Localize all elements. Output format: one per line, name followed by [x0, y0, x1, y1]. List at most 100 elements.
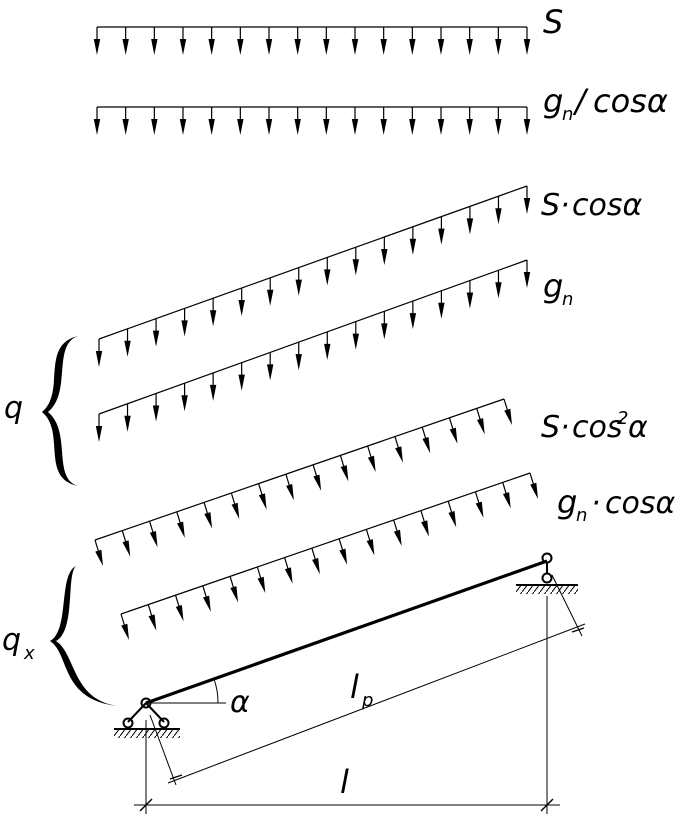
load-gn-cos-arrow-head	[237, 119, 244, 135]
load-gn-arrow-head	[181, 395, 188, 412]
load-gn-arrow-head	[95, 426, 103, 442]
svg-text:α: α	[628, 410, 648, 445]
load-gn-cosa-arrow-head	[230, 586, 239, 603]
load-gn-arrow-head	[409, 313, 417, 330]
load-s-cos2-arrow-head	[449, 427, 458, 444]
svg-text:cos: cos	[572, 410, 622, 445]
load-gn-cosa-arrow-head	[530, 482, 538, 499]
load-gn-arrow-head	[238, 374, 245, 391]
load-gn-cosa-arrow-head	[393, 529, 402, 546]
svg-text:x: x	[23, 643, 35, 664]
load-s-cos2-arrow-head	[204, 512, 213, 529]
svg-text:·: ·	[591, 486, 601, 521]
svg-text:g: g	[557, 483, 577, 521]
load-s-cos-arrow-head	[523, 198, 531, 214]
label-s-cos: S · cosα	[541, 188, 642, 223]
load-s-cos-arrow-head	[438, 228, 445, 245]
load-gn-cos-arrow-head	[294, 119, 301, 135]
load-gn-cos-arrow-head	[93, 119, 101, 135]
svg-text:n: n	[562, 289, 573, 310]
svg-text:n: n	[562, 104, 573, 125]
label-s-cos2: S · cos 2 α	[541, 408, 648, 445]
right-roller-support	[516, 552, 578, 594]
load-snow-arrow-head	[294, 39, 301, 55]
label-lp: l p	[350, 668, 373, 711]
svg-text:n: n	[576, 505, 587, 526]
load-s-cos2-arrow-head	[95, 549, 103, 566]
label-q: q	[4, 391, 23, 426]
load-s-cos-arrow-head	[324, 269, 331, 286]
load-gn-arrow-head	[466, 292, 474, 309]
dimension-lp	[149, 574, 586, 786]
load-s-cos-arrow-head	[267, 289, 274, 306]
load-gn-arrow-head	[209, 384, 217, 401]
load-s-cos2-arrow-head	[258, 493, 267, 510]
label-gn-cos: g n · cosα	[557, 483, 675, 526]
load-s-cos-arrow-head	[295, 279, 302, 296]
load-gn-arrow-head	[438, 302, 445, 319]
load-gn-cosa-arrow-head	[257, 576, 266, 593]
svg-text:·: ·	[560, 188, 570, 223]
load-gn-cosa-arrow-head	[502, 492, 511, 509]
load-s-cos2-line	[94, 398, 505, 541]
load-s-cos2-arrow-head	[367, 455, 376, 472]
svg-text:p: p	[361, 690, 373, 711]
dimension-l	[134, 596, 560, 814]
label-gn-over-cos: g n / cosα	[543, 82, 668, 125]
load-snow-arrow-head	[323, 39, 330, 55]
load-snow-arrow-head	[265, 39, 273, 55]
load-gn-cos-arrow-head	[151, 119, 158, 135]
label-l: l	[340, 763, 349, 801]
load-gn-cosa-arrow-head	[284, 567, 293, 584]
svg-text:cosα: cosα	[572, 188, 642, 223]
load-s-cos-arrow-head	[381, 249, 388, 265]
load-s-cos2-arrow-head	[313, 474, 322, 491]
svg-text:2: 2	[617, 408, 628, 429]
load-gn-cos-arrow-head	[208, 119, 215, 135]
load-s-cos2-arrow-head	[504, 408, 512, 425]
label-snow: S	[543, 3, 563, 41]
svg-text:cosα: cosα	[605, 486, 675, 521]
svg-text:cosα: cosα	[593, 82, 668, 120]
load-gn-cos-arrow-head	[323, 119, 330, 135]
load-gn-cos-arrow-head	[122, 119, 129, 135]
load-s-cos-arrow-head	[495, 208, 502, 225]
load-gn-line	[98, 259, 528, 415]
load-snow-arrow-head	[93, 39, 101, 55]
load-gn-cosa-arrow-head	[421, 520, 429, 537]
load-gn-cosa-arrow-head	[312, 557, 320, 575]
load-snow-arrow-head	[151, 39, 158, 55]
load-snow-arrow-head	[122, 39, 129, 55]
load-s-cos-line	[98, 185, 528, 340]
load-s-cos2-arrow-head	[286, 483, 294, 501]
load-gn-arrow-head	[523, 272, 531, 288]
load-s-cos2-arrow-head	[177, 521, 185, 538]
load-s-cos-arrow-head	[409, 238, 417, 255]
load-gn-arrow-head	[495, 282, 502, 299]
load-snow-arrow-head	[437, 39, 445, 55]
svg-text:l: l	[350, 668, 359, 706]
left-pinned-support	[114, 697, 180, 738]
load-s-cos2-arrow-head	[149, 530, 158, 548]
svg-text:S: S	[541, 188, 560, 223]
load-gn-cosa-line	[120, 472, 531, 615]
rafter-beam	[145, 559, 548, 705]
load-gn-cos-arrow-head	[523, 119, 531, 135]
label-alpha: α	[230, 685, 250, 720]
load-gn-cos-arrow-head	[466, 119, 473, 135]
load-snow-arrow-head	[237, 39, 244, 55]
load-gn-arrow-head	[152, 405, 160, 422]
load-diagrams	[93, 26, 538, 640]
load-gn-cos-arrow-head	[409, 119, 416, 135]
load-snow-arrow-head	[523, 39, 531, 55]
load-gn-cosa-arrow-head	[448, 510, 457, 528]
load-gn-cosa-arrow-head	[148, 614, 157, 631]
load-snow-arrow-head	[409, 39, 416, 55]
load-s-cos-arrow-head	[152, 330, 160, 347]
load-s-cos2-arrow-head	[395, 446, 403, 463]
load-s-cos-arrow-head	[181, 320, 188, 337]
load-s-cos-arrow-head	[95, 351, 103, 367]
svg-text:g: g	[543, 82, 563, 120]
load-s-cos2-arrow-head	[340, 465, 349, 482]
load-gn-cosa-arrow-head	[175, 604, 184, 622]
